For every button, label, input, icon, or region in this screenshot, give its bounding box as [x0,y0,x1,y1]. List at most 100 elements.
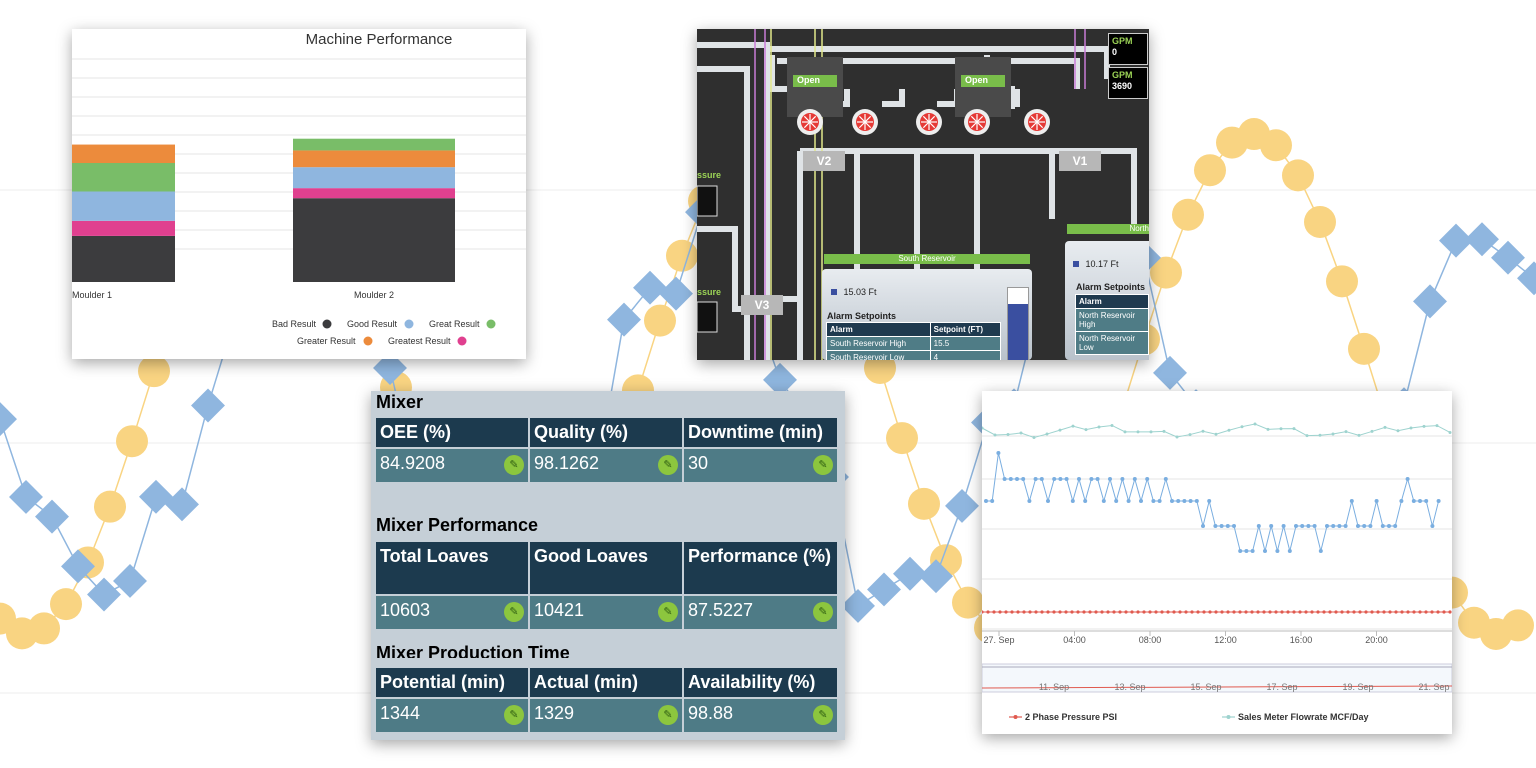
bg-blue-point [607,302,641,337]
valve-v3[interactable]: V3 [741,295,783,315]
series-pressure-point [1046,610,1050,614]
series-flowrate-point [1344,430,1348,434]
series-blue-point [1163,477,1168,481]
navigator-tick-label: 15. Sep [1190,682,1221,692]
series-blue-point [1089,477,1094,481]
bar-segment-greater-result[interactable] [72,144,175,164]
north-alarm-row-1: North Reservoir High [1075,308,1149,332]
series-blue-point [1126,499,1131,503]
series-blue-point [1244,549,1249,553]
series-blue-point [1207,499,1212,503]
mixer-performance-title: Mixer Performance [376,515,539,535]
pencil-icon[interactable]: ✎ [658,455,678,475]
kpi-value-availability-text: 98.88 [688,703,734,723]
pencil-icon[interactable]: ✎ [813,705,833,725]
valve-v1[interactable]: V1 [1059,151,1101,171]
series-pressure-point [986,610,990,614]
bg-blue-point [139,479,173,514]
series-pressure-point [1358,610,1362,614]
kpi-head-total-loaves: Total Loaves [376,542,528,594]
kpi-value-oee-text: 84.9208 [380,453,446,473]
series-blue-point [1139,499,1143,503]
navigator-tick-label: 13. Sep [1114,682,1145,692]
bar-segment-good-result[interactable] [293,167,455,189]
bg-blue-point [1517,261,1536,296]
bg-orange-point [94,490,126,523]
kpi-value-downtime-text: 30 [688,453,709,473]
series-flowrate-point [1279,427,1283,431]
south-tank-gauge [1007,287,1029,360]
series-blue-point [990,499,995,503]
series-blue-point [1213,524,1218,528]
bar-segment-great-result[interactable] [293,138,455,151]
bar-segment-bad-result[interactable] [72,235,175,282]
bar-segment-good-result[interactable] [72,191,175,221]
legend-great: Great Result [429,319,480,329]
bg-blue-point [0,402,17,437]
bar-segment-great-result[interactable] [72,163,175,192]
legend-greatest-marker [457,336,467,346]
pencil-icon[interactable]: ✎ [813,455,833,475]
pencil-icon[interactable]: ✎ [504,602,524,622]
bg-blue-point [1153,355,1187,390]
bg-blue-point [945,488,979,523]
series-pressure-point [1238,610,1242,614]
south-alarm-row-1-name: South Reservoir High [826,336,931,351]
bar-segment-greatest-result[interactable] [72,220,175,236]
pencil-icon[interactable]: ✎ [504,705,524,725]
bg-blue-point [1491,240,1525,275]
series-pressure-point [1106,610,1110,614]
series-blue-point [1306,524,1311,528]
series-pressure-point [1370,610,1374,614]
series-flowrate-point [1292,427,1296,431]
valve-open-status-2[interactable]: Open [961,75,1005,87]
kpi-value-performance: 87.5227✎ [684,596,837,629]
series-pressure-point [1424,610,1428,614]
series-flowrate-point [1175,435,1179,439]
gpm-label-2: GPM [1112,70,1133,80]
x-tick-label: 20:00 [1365,635,1388,645]
series-pressure-point [1154,610,1158,614]
series-flowrate-point [1383,425,1387,429]
south-alarm-row-1-value[interactable]: 15.5 [929,336,1002,351]
valve-v2[interactable]: V2 [803,151,845,171]
bar-segment-greater-result[interactable] [293,150,455,168]
south-level-value: 15.03 Ft [843,287,877,297]
pencil-icon[interactable]: ✎ [658,602,678,622]
bg-orange-point [886,422,918,455]
bg-orange-point [1194,154,1226,187]
kpi-head-potential: Potential (min) [376,668,528,697]
legend-good-marker [404,319,414,329]
series-flowrate-point [1318,433,1322,437]
bar-segment-bad-result[interactable] [293,198,455,282]
series-pressure-point [1172,610,1176,614]
bg-blue-point [373,351,407,385]
pencil-icon[interactable]: ✎ [504,455,524,475]
series-flowrate-point [1162,429,1166,433]
legend-flowrate[interactable]: Sales Meter Flowrate MCF/Day [1238,712,1369,722]
series-blue-point [1418,499,1422,503]
kpi-value-potential: 1344✎ [376,699,528,732]
kpi-value-oee: 84.9208 ✎ [376,449,528,482]
category-label-moulder-2: Moulder 2 [354,290,394,300]
pencil-icon[interactable]: ✎ [813,602,833,622]
legend-great-marker [486,319,496,329]
bg-blue-point [165,487,199,522]
north-alarm-row-2: North Reservoir Low [1075,331,1149,355]
valve-open-status-1[interactable]: Open [793,75,837,87]
series-blue-point [1294,524,1298,528]
bg-blue-point [1465,222,1499,257]
bar-segment-greatest-result[interactable] [293,188,455,199]
kpi-value-quality-text: 98.1262 [534,453,600,473]
chart-title: Machine Performance [306,31,453,48]
pencil-icon[interactable]: ✎ [658,705,678,725]
series-blue-point [1331,524,1336,528]
navigator-tick-label: 11. Sep [1039,682,1069,692]
level-square-icon [1073,261,1079,267]
kpi-head-oee: OEE (%) [376,418,528,447]
series-blue-point [1362,524,1367,528]
legend-pressure[interactable]: 2 Phase Pressure PSI [1025,712,1117,722]
series-flowrate-point [1084,428,1088,432]
south-alarm-row-2-value[interactable]: 4 [929,350,1002,360]
